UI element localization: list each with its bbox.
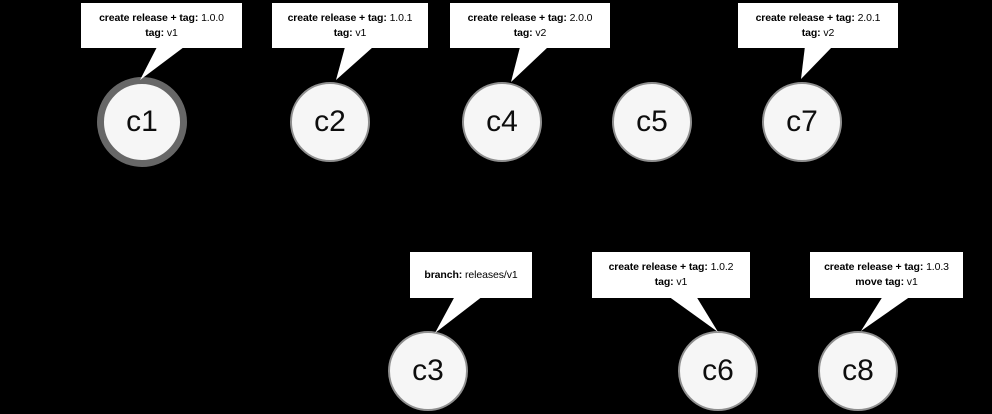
callout-key: move tag: [855, 276, 904, 288]
callout-key: create release + tag: [755, 11, 855, 24]
commit-node-c6: c6 [678, 331, 758, 411]
callout-value: v1 [673, 276, 688, 288]
callout-line-2: tag: v2 [802, 26, 835, 41]
commit-label: c2 [314, 105, 346, 138]
callout-key: tag: [333, 26, 353, 39]
callout-c7: create release + tag: 2.0.1 tag: v2 [738, 3, 898, 48]
callout-key: tag: [801, 26, 821, 39]
commit-node-c7: c7 [762, 82, 842, 162]
commit-label: c1 [126, 105, 158, 138]
callout-value: 1.0.1 [386, 11, 413, 24]
callout-key: tag: [654, 276, 674, 288]
callout-value: 1.0.2 [707, 261, 734, 273]
callout-line-1: create release + tag: 1.0.0 [99, 11, 224, 26]
callout-key: create release + tag: [287, 11, 387, 24]
callout-line-1: create release + tag: 1.0.2 [609, 260, 734, 275]
commit-node-c2: c2 [290, 82, 370, 162]
callout-c4: create release + tag: 2.0.0 tag: v2 [450, 3, 610, 48]
callout-line-1: create release + tag: 1.0.3 [824, 260, 949, 275]
callout-key: create release + tag: [99, 11, 199, 24]
commit-label: c5 [636, 105, 668, 138]
commit-label: c3 [412, 354, 444, 387]
callout-value: v2 [820, 26, 835, 39]
callout-tail-c2 [336, 47, 373, 80]
callout-c6: create release + tag: 1.0.2 tag: v1 [592, 252, 750, 298]
callout-tail-c4 [511, 47, 548, 82]
callout-key: create release + tag: [824, 261, 924, 273]
commit-node-c1: c1 [97, 77, 187, 167]
commit-label: c7 [786, 105, 818, 138]
commit-node-c4: c4 [462, 82, 542, 162]
commit-node-c3: c3 [388, 331, 468, 411]
callout-c3: branch: releases/v1 [410, 252, 532, 298]
callout-line-2: tag: v2 [514, 26, 547, 41]
callout-value: 1.0.3 [923, 261, 949, 273]
commit-node-c5: c5 [612, 82, 692, 162]
callout-tail-c3 [435, 296, 483, 333]
callout-value: 2.0.1 [854, 11, 881, 24]
callout-tail-c6 [668, 296, 718, 332]
callout-line-2: tag: v1 [655, 275, 688, 290]
callout-value: v2 [532, 26, 547, 39]
callout-tail-c7 [801, 46, 833, 79]
callout-line-1: create release + tag: 1.0.1 [288, 11, 413, 26]
callout-c8: create release + tag: 1.0.3 move tag: v1 [810, 252, 963, 298]
callout-line-1: create release + tag: 2.0.0 [468, 11, 593, 26]
callout-value: releases/v1 [462, 268, 518, 281]
callout-value: 1.0.0 [198, 11, 224, 24]
commit-label: c8 [842, 354, 874, 387]
callout-value: v1 [352, 26, 367, 39]
callout-tail-c8 [861, 296, 911, 331]
callout-key: branch: [424, 268, 463, 281]
callout-line-1: create release + tag: 2.0.1 [756, 11, 881, 26]
callout-tail-c1 [140, 47, 184, 80]
callout-line-2: tag: v1 [334, 26, 367, 41]
callout-value: 2.0.0 [566, 11, 593, 24]
callout-value: v1 [164, 26, 178, 39]
callout-line-1: branch: releases/v1 [424, 268, 517, 283]
callout-c1: create release + tag: 1.0.0 tag: v1 [81, 3, 242, 48]
commit-label: c4 [486, 105, 518, 138]
callout-line-2: tag: v1 [145, 26, 178, 41]
callout-key: create release + tag: [467, 11, 567, 24]
callout-key: tag: [145, 26, 165, 39]
callout-c2: create release + tag: 1.0.1 tag: v1 [272, 3, 428, 48]
callout-key: create release + tag: [608, 261, 708, 273]
callout-value: v1 [903, 276, 918, 288]
callout-line-2: move tag: v1 [855, 275, 918, 290]
commit-label: c6 [702, 354, 734, 387]
callout-key: tag: [513, 26, 533, 39]
commit-node-c8: c8 [818, 331, 898, 411]
